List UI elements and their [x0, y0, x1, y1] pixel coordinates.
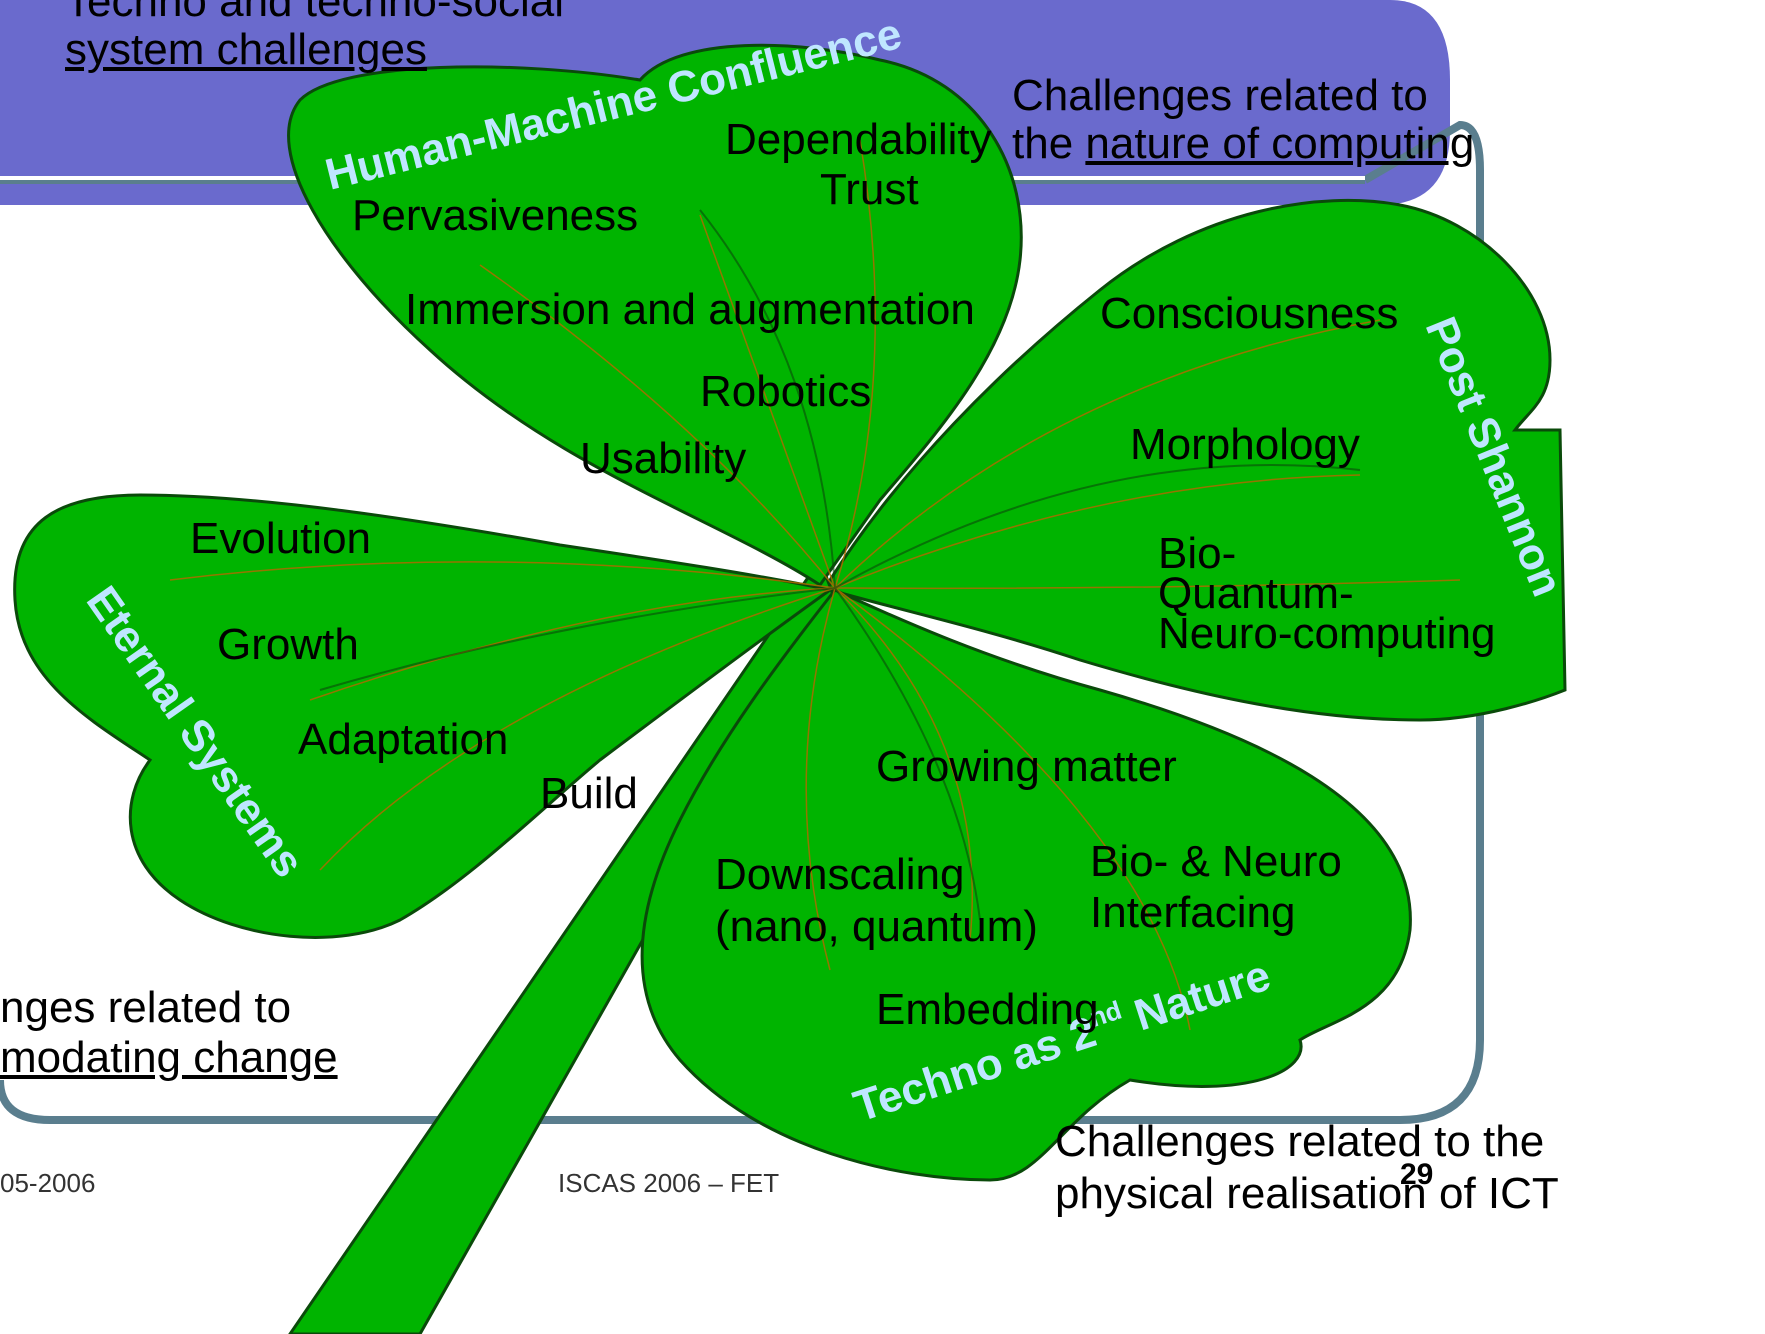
label-growing-matter: Growing matter — [876, 742, 1177, 791]
label-usability: Usability — [580, 434, 747, 483]
label-pervasiveness: Pervasiveness — [352, 191, 639, 240]
challenge-top-left-line2[interactable]: system challenges — [65, 25, 427, 74]
challenge-top-right-prefix: the — [1012, 119, 1086, 168]
label-immersion: Immersion and augmentation — [405, 285, 975, 334]
challenge-top-right-line2: the nature of computing — [1012, 122, 1474, 166]
label-growth: Growth — [217, 620, 359, 669]
petal-left — [13, 493, 834, 939]
label-quantum: Quantum- — [1158, 569, 1354, 618]
label-morphology: Morphology — [1130, 420, 1360, 469]
label-bio: Bio- — [1158, 529, 1237, 578]
challenge-top-left-line1: Techno and techno-social — [65, 0, 564, 26]
footer-page-number: 29 — [1400, 1158, 1434, 1191]
label-neuro-computing: Neuro-computing — [1158, 609, 1496, 658]
label-trust: Trust — [820, 165, 919, 214]
clover-dark-veins — [319, 209, 1361, 921]
challenge-bottom-left-line1: nges related to — [0, 983, 292, 1032]
challenge-bottom-right-line2: physical realisation of ICT — [1055, 1169, 1559, 1218]
label-bio-neuro: Bio- & Neuro — [1090, 837, 1342, 886]
label-consciousness: Consciousness — [1100, 289, 1399, 338]
label-adaptation: Adaptation — [298, 715, 509, 764]
footer-date: 05-2006 — [0, 1168, 96, 1198]
petal-bottom — [640, 588, 1412, 1182]
label-downscaling: Downscaling — [715, 850, 965, 899]
petal-right — [828, 198, 1567, 722]
footer-conference: ISCAS 2006 – FET — [558, 1168, 780, 1198]
challenge-bottom-right-line1: Challenges related to the — [1055, 1117, 1545, 1166]
label-evolution: Evolution — [190, 514, 372, 563]
challenge-bottom-left-line2[interactable]: modating change — [0, 1033, 338, 1082]
challenge-top-right-line1: Challenges related to — [1012, 71, 1428, 120]
petal-top — [287, 43, 1023, 588]
label-embedding: Embedding — [876, 985, 1099, 1034]
clover — [13, 43, 1567, 1334]
label-dependability: Dependability — [725, 115, 992, 164]
label-interfacing: Interfacing — [1090, 888, 1296, 937]
label-nano-quantum: (nano, quantum) — [715, 902, 1038, 951]
label-robotics: Robotics — [700, 367, 872, 416]
clover-veins — [169, 139, 1461, 1031]
challenge-top-right-link[interactable]: nature of computing — [1085, 119, 1475, 168]
label-build: Build — [540, 769, 638, 818]
